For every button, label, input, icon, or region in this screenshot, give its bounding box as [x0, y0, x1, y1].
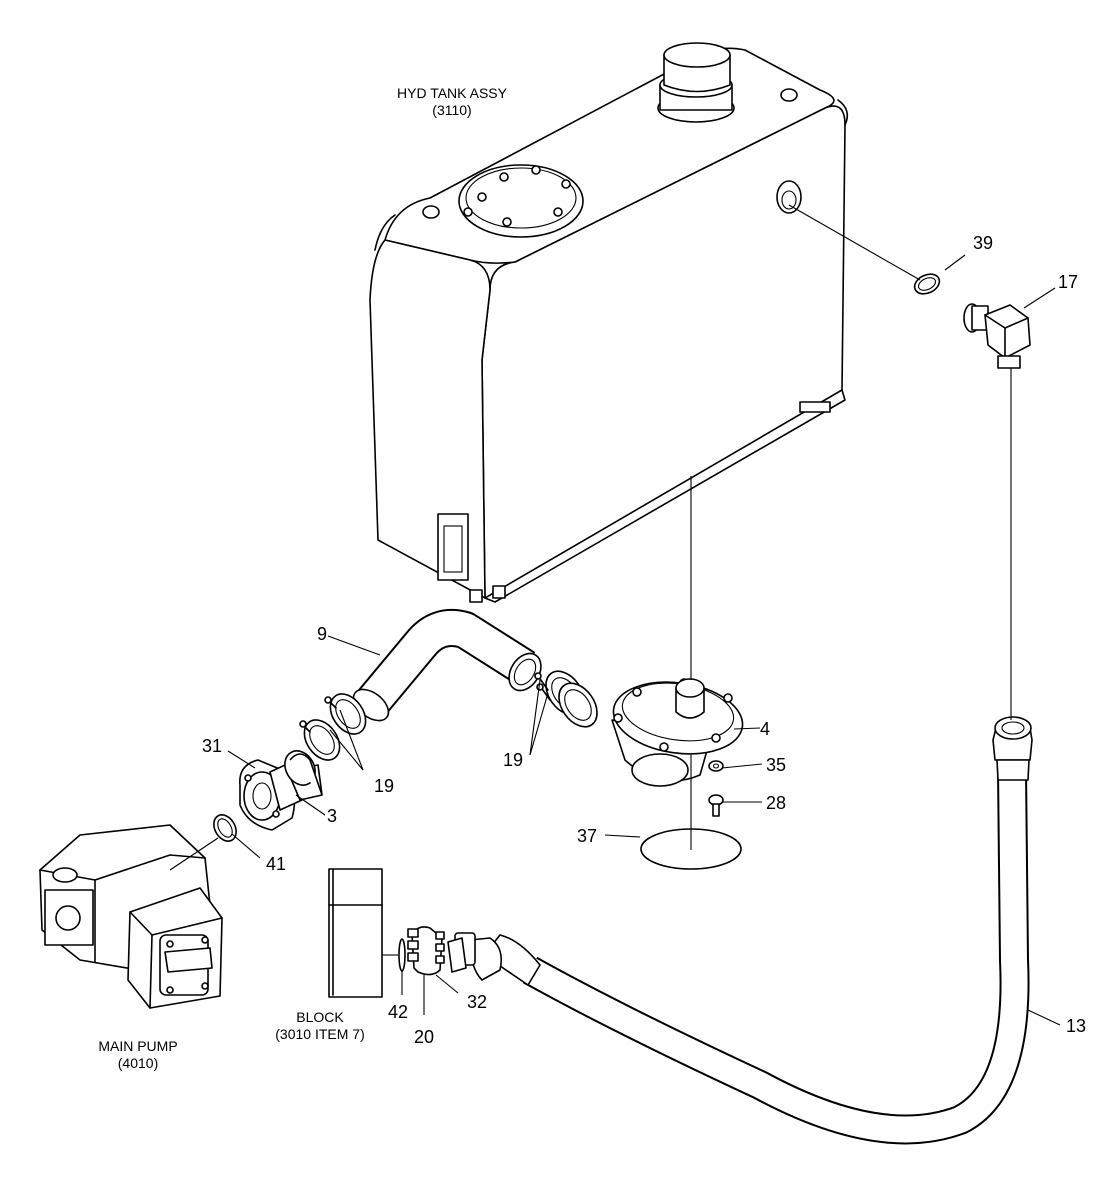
callout-17: 17: [1058, 272, 1078, 292]
suction-hose-part-9: [352, 608, 542, 722]
tank-title: HYD TANK ASSY: [397, 85, 508, 101]
connector-part-32: [447, 937, 467, 973]
block: [328, 868, 383, 998]
callout-9: 9: [317, 624, 327, 644]
callout-31: 31: [202, 736, 222, 756]
suction-strainer-part-4: [611, 678, 744, 787]
o-ring-part-39: [913, 273, 941, 295]
callout-20: 20: [414, 1027, 434, 1047]
bolt-part-28: [708, 794, 724, 817]
block-title: BLOCK: [296, 1009, 344, 1025]
assembly-labels: HYD TANK ASSY (3110) MAIN PUMP (4010) BL…: [98, 85, 507, 1071]
elbow-fitting-part-17: [963, 303, 1031, 369]
pump-title: MAIN PUMP: [98, 1038, 177, 1054]
elbow-part-3: [269, 750, 323, 811]
return-hose-part-13: [454, 716, 1033, 1145]
callout-13: 13: [1066, 1016, 1086, 1036]
hydraulic-tank: [369, 42, 849, 603]
callout-42: 42: [388, 1002, 408, 1022]
callout-32: 32: [467, 992, 487, 1012]
callout-4: 4: [760, 719, 770, 739]
callout-19-right: 19: [503, 750, 523, 770]
leader-lines: [169, 204, 1061, 1026]
callout-3: 3: [327, 806, 337, 826]
callout-37: 37: [577, 826, 597, 846]
washer-part-35: [708, 760, 724, 772]
callout-35: 35: [766, 755, 786, 775]
part-callouts: 9 31 3 41 19 19 4 35 28 37 39 17 13 42 2…: [202, 233, 1086, 1047]
hose-clamps-part-19-right: [534, 670, 598, 728]
adapter-part-20: [407, 926, 445, 976]
callout-19-left: 19: [374, 776, 394, 796]
main-pump: [39, 824, 223, 1009]
o-ring-part-41: [213, 814, 237, 842]
block-ref: (3010 ITEM 7): [275, 1026, 364, 1042]
seal-part-42: [398, 938, 406, 972]
hose-clamps-part-19-left: [299, 693, 367, 761]
pump-ref: (4010): [118, 1055, 158, 1071]
callout-28: 28: [766, 793, 786, 813]
callout-39: 39: [973, 233, 993, 253]
callout-41: 41: [266, 854, 286, 874]
tank-ref: (3110): [432, 102, 471, 118]
